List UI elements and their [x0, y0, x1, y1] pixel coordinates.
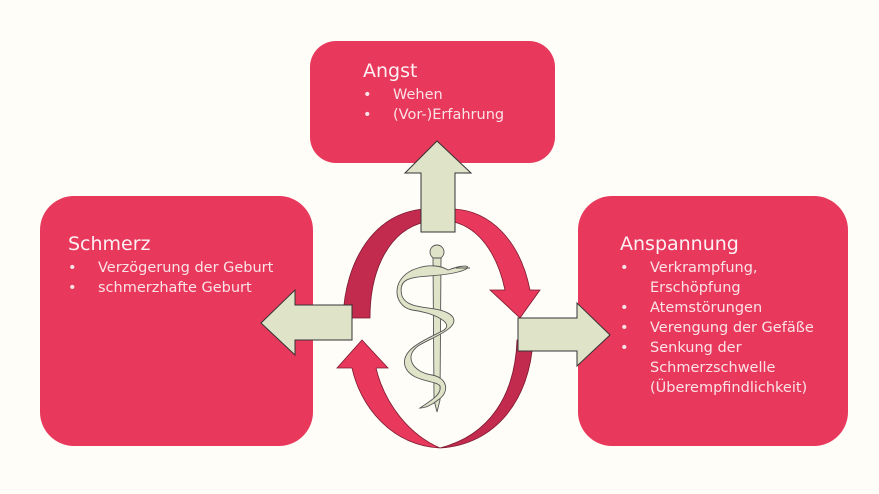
- arrow-up-icon: [403, 140, 473, 233]
- list-item: Wehen: [363, 85, 555, 105]
- list-item: Verkrampfung, Erschöpfung: [620, 258, 820, 298]
- arrow-left-icon: [260, 288, 353, 357]
- list-item: Senkung der Schmerzschwelle (Überempfind…: [620, 338, 820, 398]
- cycle-arrow-top-left-icon: [342, 208, 426, 319]
- cycle-arrow-bottom-right-icon: [439, 339, 534, 449]
- cycle-arrow-bottom-left-icon: [336, 339, 441, 449]
- list-item: schmerzhafte Geburt: [68, 278, 313, 298]
- angst-box: Angst Wehen (Vor-)Erfahrung: [310, 41, 555, 163]
- schmerz-list: Verzögerung der Geburt schmerzhafte Gebu…: [68, 258, 313, 298]
- arrow-right-icon: [517, 301, 611, 368]
- list-item: Verzögerung der Geburt: [68, 258, 313, 278]
- cycle-arrow-top-right-icon: [453, 208, 541, 319]
- angst-title: Angst: [363, 60, 418, 82]
- list-item: (Vor-)Erfahrung: [363, 105, 555, 125]
- anspannung-box: Anspannung Verkrampfung, Erschöpfung Ate…: [578, 196, 848, 446]
- rod-of-asclepius-icon: [396, 244, 470, 413]
- list-item: Atemstörungen: [620, 298, 820, 318]
- anspannung-title: Anspannung: [620, 233, 739, 255]
- list-item: Verengung der Gefäße: [620, 318, 820, 338]
- angst-list: Wehen (Vor-)Erfahrung: [363, 85, 555, 125]
- anspannung-list: Verkrampfung, Erschöpfung Atemstörungen …: [620, 258, 820, 398]
- schmerz-title: Schmerz: [68, 233, 151, 255]
